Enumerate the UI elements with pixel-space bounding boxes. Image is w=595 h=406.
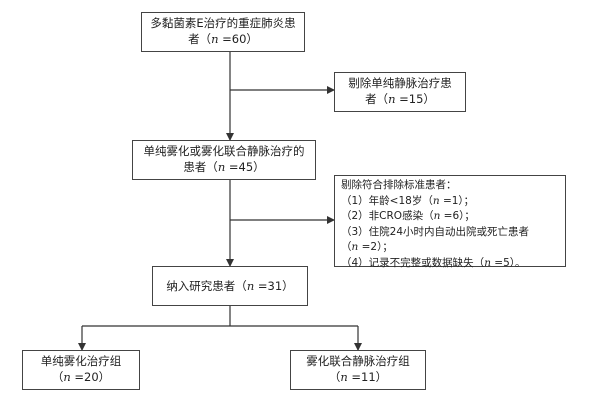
n-variable: n	[351, 241, 359, 253]
exclusion-item-4: （4）记录不完整或数据缺失（n =5）。	[341, 256, 559, 272]
exclusion-item-3-count: =2）；	[358, 241, 393, 253]
enrolled-line: 纳入研究患者（n =31）	[159, 269, 301, 303]
initial-patients-count: =60）	[218, 32, 258, 46]
excluded-iv-prefix: 者（	[365, 92, 389, 106]
n-variable: n	[211, 32, 219, 46]
n-variable: n	[63, 370, 71, 384]
n-variable: n	[484, 256, 491, 269]
box-initial-patients: 多黏菌素E治疗的重症肺炎患 者（n =60）	[141, 12, 305, 52]
neb-only-count: =20）	[70, 370, 111, 384]
neb-only-line1: 单纯雾化治疗组	[40, 354, 122, 368]
exclusion-item-1: （1）年龄<18岁（n =1）；	[341, 194, 559, 210]
excluded-iv-line2: 者（n =15）	[341, 91, 459, 107]
box-nebulized-patients: 单纯雾化或雾化联合静脉治疗的 患者（n =45）	[132, 140, 316, 180]
n-variable: n	[246, 279, 255, 293]
nebulized-line1: 单纯雾化或雾化联合静脉治疗的	[143, 144, 305, 158]
enrolled-count: =31）	[254, 279, 294, 293]
box-nebulized-only-group: 单纯雾化治疗组 （n =20）	[22, 350, 140, 390]
neb-iv-line2: （n =11）	[297, 369, 419, 385]
box-nebulized-iv-group: 雾化联合静脉治疗组 （n =11）	[290, 350, 426, 390]
exclusion-item-1-count: =1）；	[439, 194, 475, 207]
neb-iv-prefix: （	[328, 370, 341, 384]
nebulized-count: =45）	[225, 160, 265, 174]
neb-only-prefix: （	[51, 370, 64, 384]
excluded-iv-count: =15）	[395, 92, 435, 106]
initial-patients-line2: 者（n =60）	[148, 31, 298, 47]
exclusion-item-2-count: =6）；	[440, 210, 475, 222]
n-variable: n	[432, 194, 440, 207]
box-enrolled-patients: 纳入研究患者（n =31）	[152, 266, 308, 306]
n-variable: n	[340, 370, 348, 384]
neb-iv-line1: 雾化联合静脉治疗组	[306, 354, 410, 368]
exclusion-item-4-text: （4）记录不完整或数据缺失（	[341, 256, 485, 269]
exclusion-item-2-text: （2）非CRO感染（	[341, 210, 434, 222]
exclusion-item-3-text: （3）住院24小时内自动出院或死亡患者	[341, 225, 530, 238]
exclusion-item-3-prefix: （	[341, 241, 352, 253]
box-excluded-iv-only: 剔除单纯静脉治疗患 者（n =15）	[334, 72, 466, 112]
n-variable: n	[388, 92, 396, 106]
excluded-iv-line1: 剔除单纯静脉治疗患	[348, 76, 452, 90]
neb-iv-count: =11）	[347, 370, 388, 384]
exclusion-item-1-text: （1）年龄<18岁（	[341, 194, 433, 207]
initial-patients-line1: 多黏菌素E治疗的重症肺炎患	[150, 16, 296, 30]
enrolled-prefix: 纳入研究患者（	[166, 279, 247, 293]
exclusion-item-2: （2）非CRO感染（n =6）；	[341, 209, 559, 225]
exclusion-title: 剔除符合排除标准患者：	[341, 179, 457, 191]
neb-only-line2: （n =20）	[29, 369, 133, 385]
exclusion-item-3-continued: （n =2）；	[341, 240, 559, 256]
n-variable: n	[433, 210, 441, 222]
box-exclusion-criteria: 剔除符合排除标准患者： （1）年龄<18岁（n =1）； （2）非CRO感染（n…	[334, 175, 566, 269]
exclusion-item-4-count: =5）。	[490, 256, 526, 269]
initial-patients-prefix: 者（	[188, 32, 212, 46]
n-variable: n	[217, 160, 226, 174]
exclusion-item-3: （3）住院24小时内自动出院或死亡患者	[341, 225, 559, 241]
nebulized-line2: 患者（n =45）	[139, 159, 309, 175]
nebulized-prefix: 患者（	[183, 160, 218, 174]
